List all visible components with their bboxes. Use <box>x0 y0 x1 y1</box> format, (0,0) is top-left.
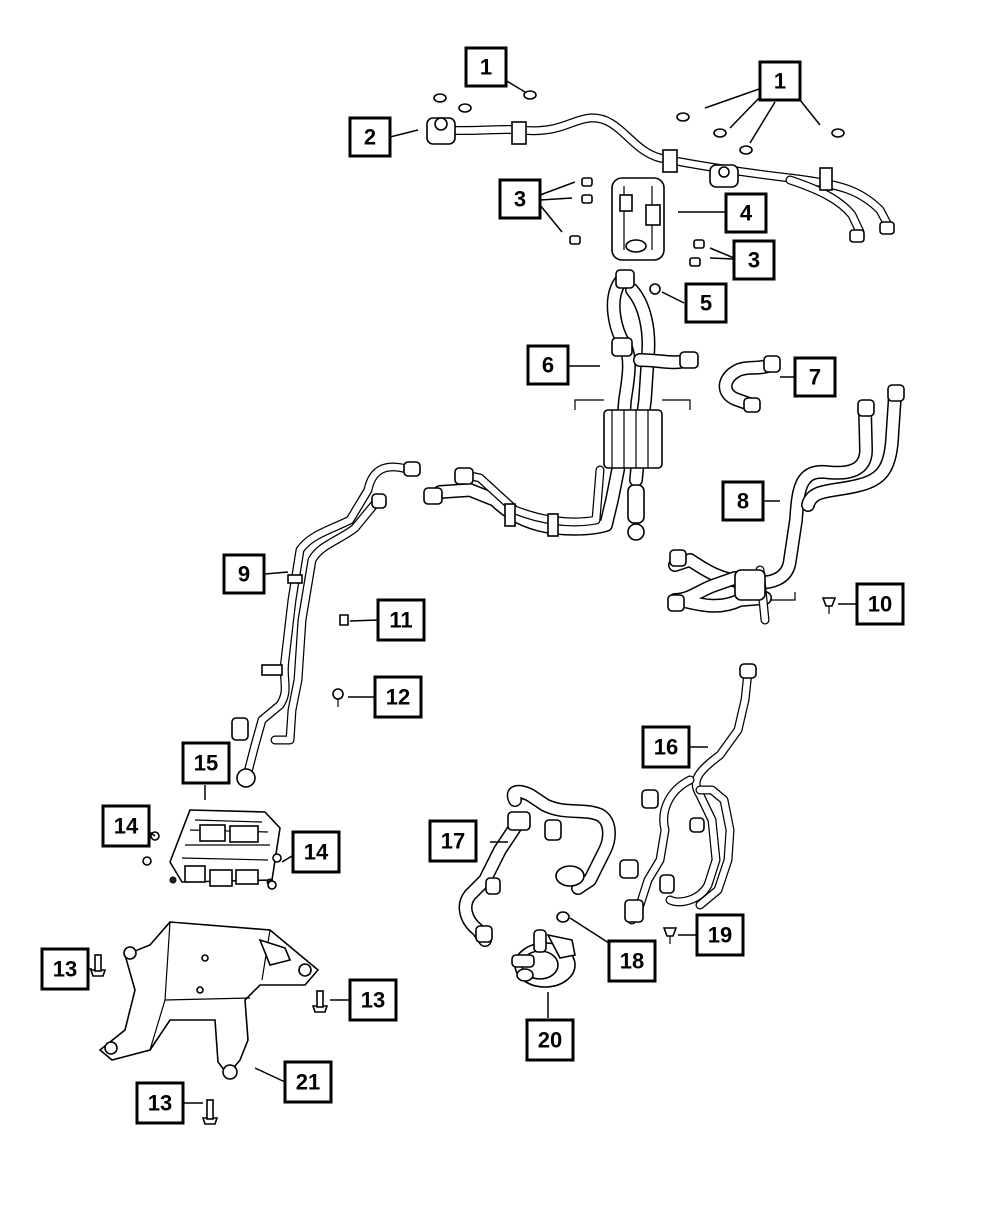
part-18-nut <box>556 911 570 923</box>
callout-15: 15 <box>181 741 231 785</box>
part-17-hose <box>458 784 616 947</box>
svg-text:13: 13 <box>361 988 385 1013</box>
callout-6: 6 <box>526 344 570 386</box>
callout-2: 2 <box>348 116 392 158</box>
part-3-screws <box>569 177 705 267</box>
callout-7: 7 <box>793 356 837 398</box>
callout-4: 4 <box>724 192 768 234</box>
callout-1-top: 1 <box>464 46 508 88</box>
callout-5: 5 <box>684 282 728 324</box>
svg-text:14: 14 <box>114 814 139 839</box>
callout-17: 17 <box>428 819 478 863</box>
part-15-control-module <box>169 809 281 887</box>
callout-13-bottom: 13 <box>135 1081 185 1125</box>
part-5-nut <box>649 283 661 295</box>
part-19-screw <box>662 927 678 944</box>
callout-10: 10 <box>855 582 905 626</box>
callout-3-left: 3 <box>498 178 542 220</box>
svg-text:19: 19 <box>708 923 732 948</box>
callout-20: 20 <box>525 1018 575 1062</box>
svg-text:12: 12 <box>386 685 410 710</box>
svg-text:17: 17 <box>441 829 465 854</box>
svg-text:13: 13 <box>53 957 77 982</box>
part-11-clip <box>339 614 349 626</box>
part-4-module <box>611 177 665 261</box>
callout-21: 21 <box>283 1060 333 1104</box>
svg-text:21: 21 <box>296 1070 320 1095</box>
svg-text:4: 4 <box>740 201 753 226</box>
callout-3-right: 3 <box>732 239 776 281</box>
callout-13-left: 13 <box>40 947 90 991</box>
part-12-screw <box>332 688 344 707</box>
callout-9: 9 <box>222 553 266 595</box>
callout-14-right: 14 <box>291 830 341 874</box>
callout-16: 16 <box>641 725 691 769</box>
callout-13-right: 13 <box>348 978 398 1022</box>
svg-text:20: 20 <box>538 1028 562 1053</box>
svg-text:18: 18 <box>620 949 644 974</box>
part-9-hose <box>231 461 421 788</box>
part-20-pump <box>511 929 576 988</box>
svg-text:16: 16 <box>654 735 678 760</box>
callout-8: 8 <box>721 480 765 522</box>
callout-19: 19 <box>695 913 745 957</box>
svg-text:1: 1 <box>480 55 492 80</box>
part-1-nuts <box>433 90 845 155</box>
svg-text:3: 3 <box>514 187 526 212</box>
part-10-screw <box>821 597 837 614</box>
svg-text:9: 9 <box>238 562 250 587</box>
svg-text:1: 1 <box>774 69 786 94</box>
callout-12: 12 <box>373 675 423 719</box>
svg-text:5: 5 <box>700 291 712 316</box>
callout-1-right: 1 <box>758 60 802 102</box>
svg-text:14: 14 <box>304 840 329 865</box>
svg-text:8: 8 <box>737 489 749 514</box>
svg-text:15: 15 <box>194 751 218 776</box>
part-21-bracket <box>98 921 320 1080</box>
part-8-hose-assembly <box>667 384 905 625</box>
svg-text:2: 2 <box>364 125 376 150</box>
callout-18: 18 <box>607 939 657 983</box>
part-6-hose-bundle <box>423 269 699 541</box>
svg-text:7: 7 <box>809 365 821 390</box>
part-2-upper-tube <box>426 113 895 243</box>
svg-text:13: 13 <box>148 1091 172 1116</box>
svg-text:6: 6 <box>542 353 554 378</box>
callout-11: 11 <box>376 598 426 642</box>
part-7-short-hose <box>718 355 781 413</box>
part-13-bolts <box>89 954 329 1125</box>
svg-text:3: 3 <box>748 248 760 273</box>
svg-text:10: 10 <box>868 592 892 617</box>
svg-text:11: 11 <box>389 608 412 633</box>
part-16-hose-assembly <box>619 663 757 925</box>
callout-14-left: 14 <box>101 804 151 848</box>
